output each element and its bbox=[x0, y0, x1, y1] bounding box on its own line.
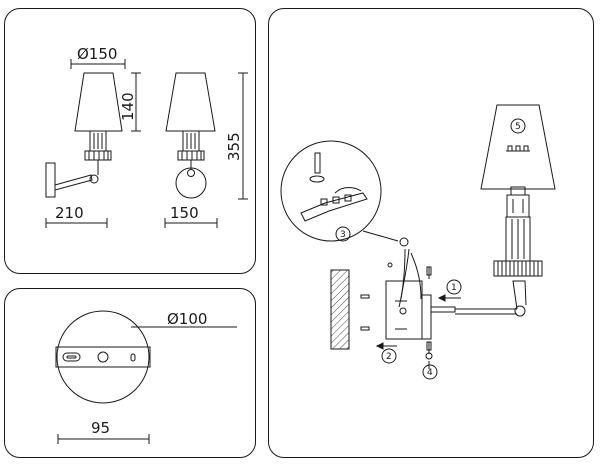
shade-diameter-line bbox=[70, 59, 126, 69]
side-view-stem bbox=[84, 130, 112, 175]
callout-5-label: 5 bbox=[515, 122, 521, 132]
arrow-step-2 bbox=[375, 342, 397, 350]
front-view-shade bbox=[165, 72, 216, 132]
mounting-plate-panel: Ø100 95 bbox=[4, 288, 256, 458]
plate-diameter-label: Ø100 bbox=[167, 310, 207, 328]
front-view-stem bbox=[177, 130, 205, 169]
wall-plugs bbox=[360, 294, 370, 331]
front-view-wall-plate bbox=[175, 167, 207, 199]
mounting-plate-drawing: Ø100 95 bbox=[55, 310, 237, 444]
overall-height-label: 355 bbox=[225, 132, 243, 161]
installation-drawing: 1 2 3 4 5 bbox=[280, 104, 556, 380]
plate-width-line bbox=[57, 434, 150, 444]
dimensions-drawing: Ø150 140 355 210 150 bbox=[45, 45, 248, 228]
screws bbox=[425, 266, 433, 360]
callout-4: 4 bbox=[422, 364, 438, 380]
shade-height-label: 140 bbox=[119, 92, 137, 121]
side-view-shade bbox=[74, 72, 123, 132]
shade-diameter-label: Ø150 bbox=[77, 45, 117, 63]
front-width-label: 150 bbox=[170, 204, 199, 222]
callout-1-label: 1 bbox=[451, 283, 457, 293]
lamp-arm bbox=[430, 280, 527, 317]
overall-height-line bbox=[238, 72, 248, 200]
arrow-step-1 bbox=[437, 294, 461, 302]
callout-5: 5 bbox=[510, 118, 526, 134]
back-plate bbox=[385, 262, 432, 340]
plate-width-label: 95 bbox=[91, 419, 110, 437]
side-projection-line bbox=[45, 218, 108, 228]
side-view-arm bbox=[45, 162, 99, 198]
mounting-plate bbox=[55, 310, 151, 404]
wall-hatch bbox=[330, 269, 350, 350]
callout-4-label: 4 bbox=[427, 368, 433, 378]
callout-3: 3 bbox=[335, 226, 351, 242]
installation-panel: 1 2 3 4 5 bbox=[268, 8, 594, 458]
side-projection-label: 210 bbox=[55, 204, 84, 222]
detail-zoom bbox=[280, 140, 409, 247]
callout-3-label: 3 bbox=[340, 230, 346, 240]
callout-2-label: 2 bbox=[386, 352, 392, 362]
dimensions-panel: Ø150 140 355 210 150 bbox=[4, 8, 256, 274]
lamp-stem bbox=[493, 186, 543, 277]
front-width-line bbox=[164, 218, 218, 228]
bulb-holder bbox=[506, 145, 530, 152]
wires bbox=[398, 248, 422, 308]
callout-1: 1 bbox=[446, 279, 462, 295]
shade-height-line bbox=[131, 72, 141, 132]
callout-2: 2 bbox=[381, 348, 397, 364]
lamp-shade bbox=[480, 104, 556, 190]
